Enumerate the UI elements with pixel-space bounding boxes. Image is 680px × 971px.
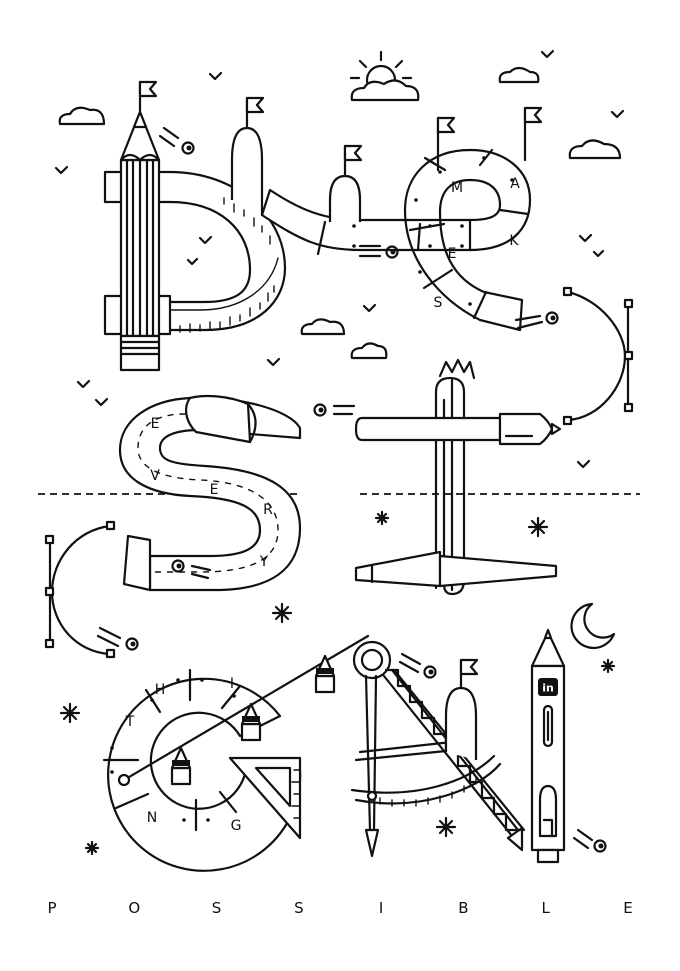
tower bbox=[328, 144, 363, 222]
footer-letter: L bbox=[541, 899, 550, 917]
paperclip bbox=[434, 358, 476, 596]
bezier-curve bbox=[562, 286, 634, 426]
linkedin-icon bbox=[538, 678, 558, 696]
flag-icon bbox=[436, 116, 456, 134]
ball-icon bbox=[514, 311, 559, 330]
tower bbox=[230, 96, 265, 215]
tube-cap bbox=[122, 534, 152, 592]
ball-icon bbox=[158, 126, 195, 155]
ruler-ticks bbox=[179, 197, 275, 333]
make-letter: M bbox=[451, 180, 463, 196]
star-icon bbox=[59, 510, 616, 856]
every-letter: E bbox=[210, 482, 219, 498]
footer-letter: E bbox=[623, 899, 633, 917]
footer-letter: B bbox=[458, 899, 469, 917]
cloud-icon bbox=[568, 139, 622, 160]
footer-word: P O S S I B L E bbox=[40, 896, 640, 920]
every-letter: Y bbox=[259, 554, 269, 570]
thing-letter: H bbox=[155, 682, 166, 698]
make-letter: S bbox=[434, 295, 443, 311]
compass bbox=[350, 640, 524, 858]
make-letter: A bbox=[510, 176, 520, 192]
ball-icon bbox=[96, 626, 139, 651]
footer-letter: S bbox=[211, 899, 222, 917]
footer-letter: I bbox=[378, 899, 384, 917]
weight-icon bbox=[240, 702, 262, 742]
footer-letter: O bbox=[128, 899, 141, 917]
moon-icon bbox=[570, 602, 616, 650]
set-square bbox=[228, 756, 302, 840]
bird-icon bbox=[54, 49, 625, 469]
cloud-icon bbox=[498, 66, 540, 84]
ball-icon bbox=[358, 244, 399, 259]
badge-text: in bbox=[542, 682, 554, 695]
pen bbox=[354, 412, 562, 446]
make-letter: E bbox=[448, 246, 457, 262]
pencil bbox=[119, 80, 161, 372]
bezier-curve bbox=[44, 520, 116, 659]
road-ribbon bbox=[260, 148, 532, 332]
every-letter: R bbox=[263, 502, 273, 518]
make-letter: K bbox=[509, 233, 519, 249]
every-letter: E bbox=[151, 416, 160, 432]
footer-letter: P bbox=[47, 899, 57, 917]
cloud-icon bbox=[350, 342, 388, 360]
ball-icon bbox=[572, 828, 607, 853]
ball-icon bbox=[171, 559, 212, 580]
ball-icon bbox=[398, 652, 437, 679]
weight-icon bbox=[170, 746, 192, 786]
thing-letter: G bbox=[231, 818, 242, 834]
cloud-icon bbox=[350, 79, 420, 102]
tall-pen: in bbox=[530, 628, 566, 864]
thing-letter: T bbox=[125, 714, 135, 730]
cloud-icon bbox=[58, 106, 106, 126]
pivot-icon bbox=[117, 773, 131, 787]
footer-letter: S bbox=[294, 899, 304, 917]
every-letter: V bbox=[150, 468, 160, 484]
cloud-icon bbox=[300, 318, 346, 336]
road-dividers bbox=[316, 148, 530, 320]
ball-icon bbox=[313, 403, 356, 417]
weight-icon bbox=[314, 654, 336, 694]
tower bbox=[444, 658, 479, 760]
thing-letter: N bbox=[147, 810, 157, 826]
telescope bbox=[354, 550, 558, 588]
flag-icon bbox=[523, 106, 543, 124]
paint-tube bbox=[118, 396, 302, 592]
road-bolts bbox=[352, 156, 514, 306]
thing-letter: I bbox=[230, 676, 234, 692]
